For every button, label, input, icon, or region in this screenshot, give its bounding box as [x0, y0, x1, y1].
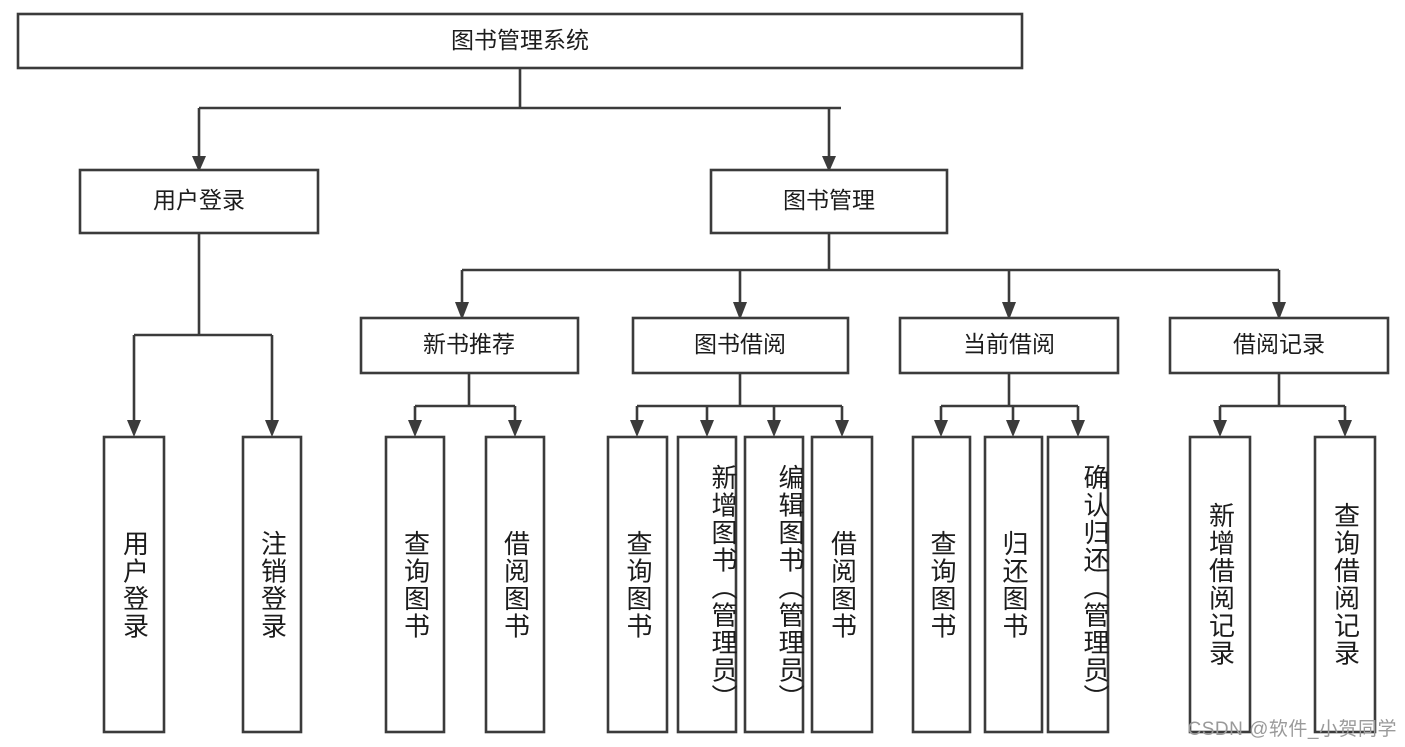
node-book-borrow[interactable]: 图书借阅 — [631, 316, 850, 375]
arrow-book-mgmt-to-record — [1272, 302, 1286, 320]
node-new-book-recommend[interactable]: 新书推荐 — [359, 316, 580, 375]
arrow-borrow-leaf1 — [630, 420, 644, 437]
leaf-box-query-book-current[interactable] — [911, 435, 972, 734]
arrow-record-leaf1 — [1213, 420, 1227, 437]
arrow-root-to-user-login — [192, 156, 206, 172]
arrow-newbook-leaf1 — [408, 420, 422, 437]
leaf-box-borrow-book-newbook[interactable] — [484, 435, 546, 734]
leaf-box-borrow-book[interactable] — [810, 435, 874, 734]
arrow-current-leaf2 — [1006, 420, 1020, 437]
node-borrow-record[interactable]: 借阅记录 — [1168, 316, 1390, 375]
arrow-borrow-leaf2 — [700, 420, 714, 437]
node-borrow-record-box[interactable] — [1168, 316, 1390, 375]
arrow-borrow-leaf3 — [767, 420, 781, 437]
arrow-record-leaf2 — [1338, 420, 1352, 437]
arrow-borrow-leaf4 — [835, 420, 849, 437]
arrow-user-login-leaf1 — [127, 420, 141, 437]
node-root-label: 图书管理系统 — [451, 27, 589, 53]
node-root-box[interactable] — [16, 12, 1024, 70]
csdn-watermark: CSDN @软件_小贺同学 — [1187, 719, 1397, 740]
leaf-box-query-book-borrow[interactable] — [606, 435, 669, 734]
leaf-boxes — [102, 435, 1377, 734]
arrow-newbook-leaf2 — [508, 420, 522, 437]
leaf-box-query-borrow-record[interactable] — [1313, 435, 1377, 734]
node-new-book-recommend-box[interactable] — [359, 316, 580, 375]
arrow-book-mgmt-to-newbook — [455, 302, 469, 320]
node-current-borrow-label: 当前借阅 — [963, 331, 1055, 357]
node-user-login-box[interactable] — [78, 168, 320, 235]
arrow-book-mgmt-to-borrow — [733, 302, 747, 320]
arrow-current-leaf1 — [934, 420, 948, 437]
node-borrow-record-label: 借阅记录 — [1233, 331, 1325, 357]
node-book-management[interactable]: 图书管理 — [709, 168, 949, 235]
edges-root-to-level2 — [192, 68, 841, 172]
leaf-box-confirm-return-admin[interactable] — [1046, 435, 1110, 734]
node-root[interactable]: 图书管理系统 — [16, 12, 1024, 70]
node-new-book-recommend-label: 新书推荐 — [423, 331, 515, 357]
leaf-box-return-book[interactable] — [983, 435, 1044, 734]
leaf-box-add-borrow-record[interactable] — [1188, 435, 1252, 734]
edges-book-mgmt-to-level3 — [455, 233, 1286, 320]
leaf-box-edit-book-admin[interactable] — [743, 435, 805, 734]
node-user-login-label: 用户登录 — [153, 187, 245, 213]
leaf-box-add-book-admin[interactable] — [676, 435, 738, 734]
arrow-book-mgmt-to-current — [1002, 302, 1016, 320]
arrow-user-login-leaf2 — [265, 420, 279, 437]
edges-borrow-to-leaves — [630, 373, 849, 437]
leaf-box-query-book-newbook[interactable] — [384, 435, 446, 734]
node-current-borrow[interactable]: 当前借阅 — [898, 316, 1120, 375]
edges-user-login-to-leaves — [127, 233, 279, 437]
node-current-borrow-box[interactable] — [898, 316, 1120, 375]
arrow-root-to-book-mgmt — [822, 156, 836, 172]
edges-newbook-to-leaves — [408, 373, 522, 437]
leaf-box-logout[interactable] — [241, 435, 303, 734]
edges-current-to-leaves — [934, 373, 1085, 437]
node-book-borrow-label: 图书借阅 — [694, 331, 786, 357]
edges-record-to-leaves — [1213, 373, 1352, 437]
arrow-current-leaf3 — [1071, 420, 1085, 437]
leaf-box-user-login[interactable] — [102, 435, 166, 734]
node-book-borrow-box[interactable] — [631, 316, 850, 375]
node-book-management-label: 图书管理 — [783, 187, 875, 213]
node-book-management-box[interactable] — [709, 168, 949, 235]
node-user-login[interactable]: 用户登录 — [78, 168, 320, 235]
